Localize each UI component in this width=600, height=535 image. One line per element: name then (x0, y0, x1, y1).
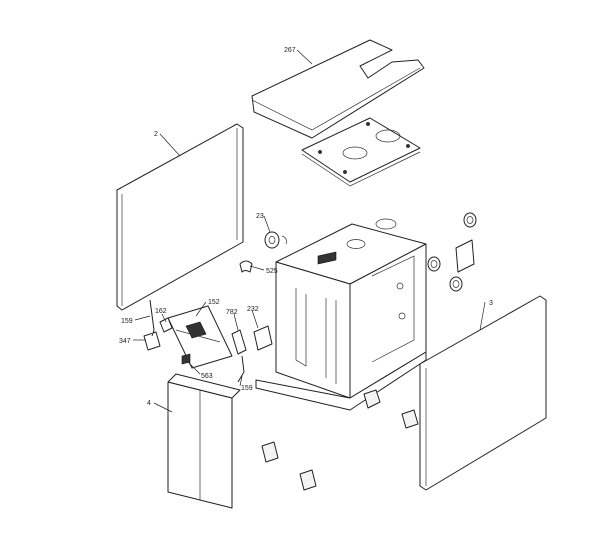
foot-2[interactable] (401, 409, 419, 429)
top-plate[interactable] (301, 117, 421, 187)
callout-159-top: 159 (121, 318, 133, 325)
cabinet-frame[interactable] (255, 218, 427, 411)
foot-3[interactable] (261, 441, 279, 463)
seal-ring-1[interactable] (463, 212, 477, 228)
callout-23: 23 (256, 213, 264, 220)
front-door[interactable] (167, 373, 241, 509)
seal-ring-2[interactable] (427, 256, 441, 272)
callout-162: 162 (155, 308, 167, 315)
callout-3: 3 (489, 300, 493, 307)
callout-525: 525 (266, 268, 278, 275)
part-563[interactable] (181, 353, 191, 365)
control-panel[interactable] (167, 305, 233, 369)
seal-ring-3[interactable] (449, 276, 463, 292)
part-782[interactable] (231, 329, 247, 355)
hinge-top[interactable] (149, 299, 155, 337)
callout-4: 4 (147, 400, 151, 407)
part-162[interactable] (159, 317, 173, 333)
callout-232: 232 (247, 306, 259, 313)
callout-152: 152 (208, 299, 220, 306)
foot-4[interactable] (299, 469, 317, 491)
right-side-panel[interactable] (419, 295, 547, 491)
callout-347: 347 (119, 338, 131, 345)
leader-lines (133, 49, 486, 413)
callout-159-bottom: 159 (241, 385, 253, 392)
top-cover[interactable] (251, 39, 425, 139)
callout-2: 2 (154, 131, 158, 138)
cover-plate[interactable] (455, 239, 475, 273)
fitting-23[interactable] (264, 231, 287, 249)
callout-782: 782 (226, 309, 238, 316)
part-232[interactable] (253, 325, 273, 351)
foot-1[interactable] (363, 389, 381, 409)
hinge-bottom[interactable] (237, 355, 245, 383)
bracket-525[interactable] (239, 260, 253, 273)
left-side-panel[interactable] (116, 123, 244, 311)
callout-563: 563 (201, 373, 213, 380)
callout-267: 267 (284, 47, 296, 54)
